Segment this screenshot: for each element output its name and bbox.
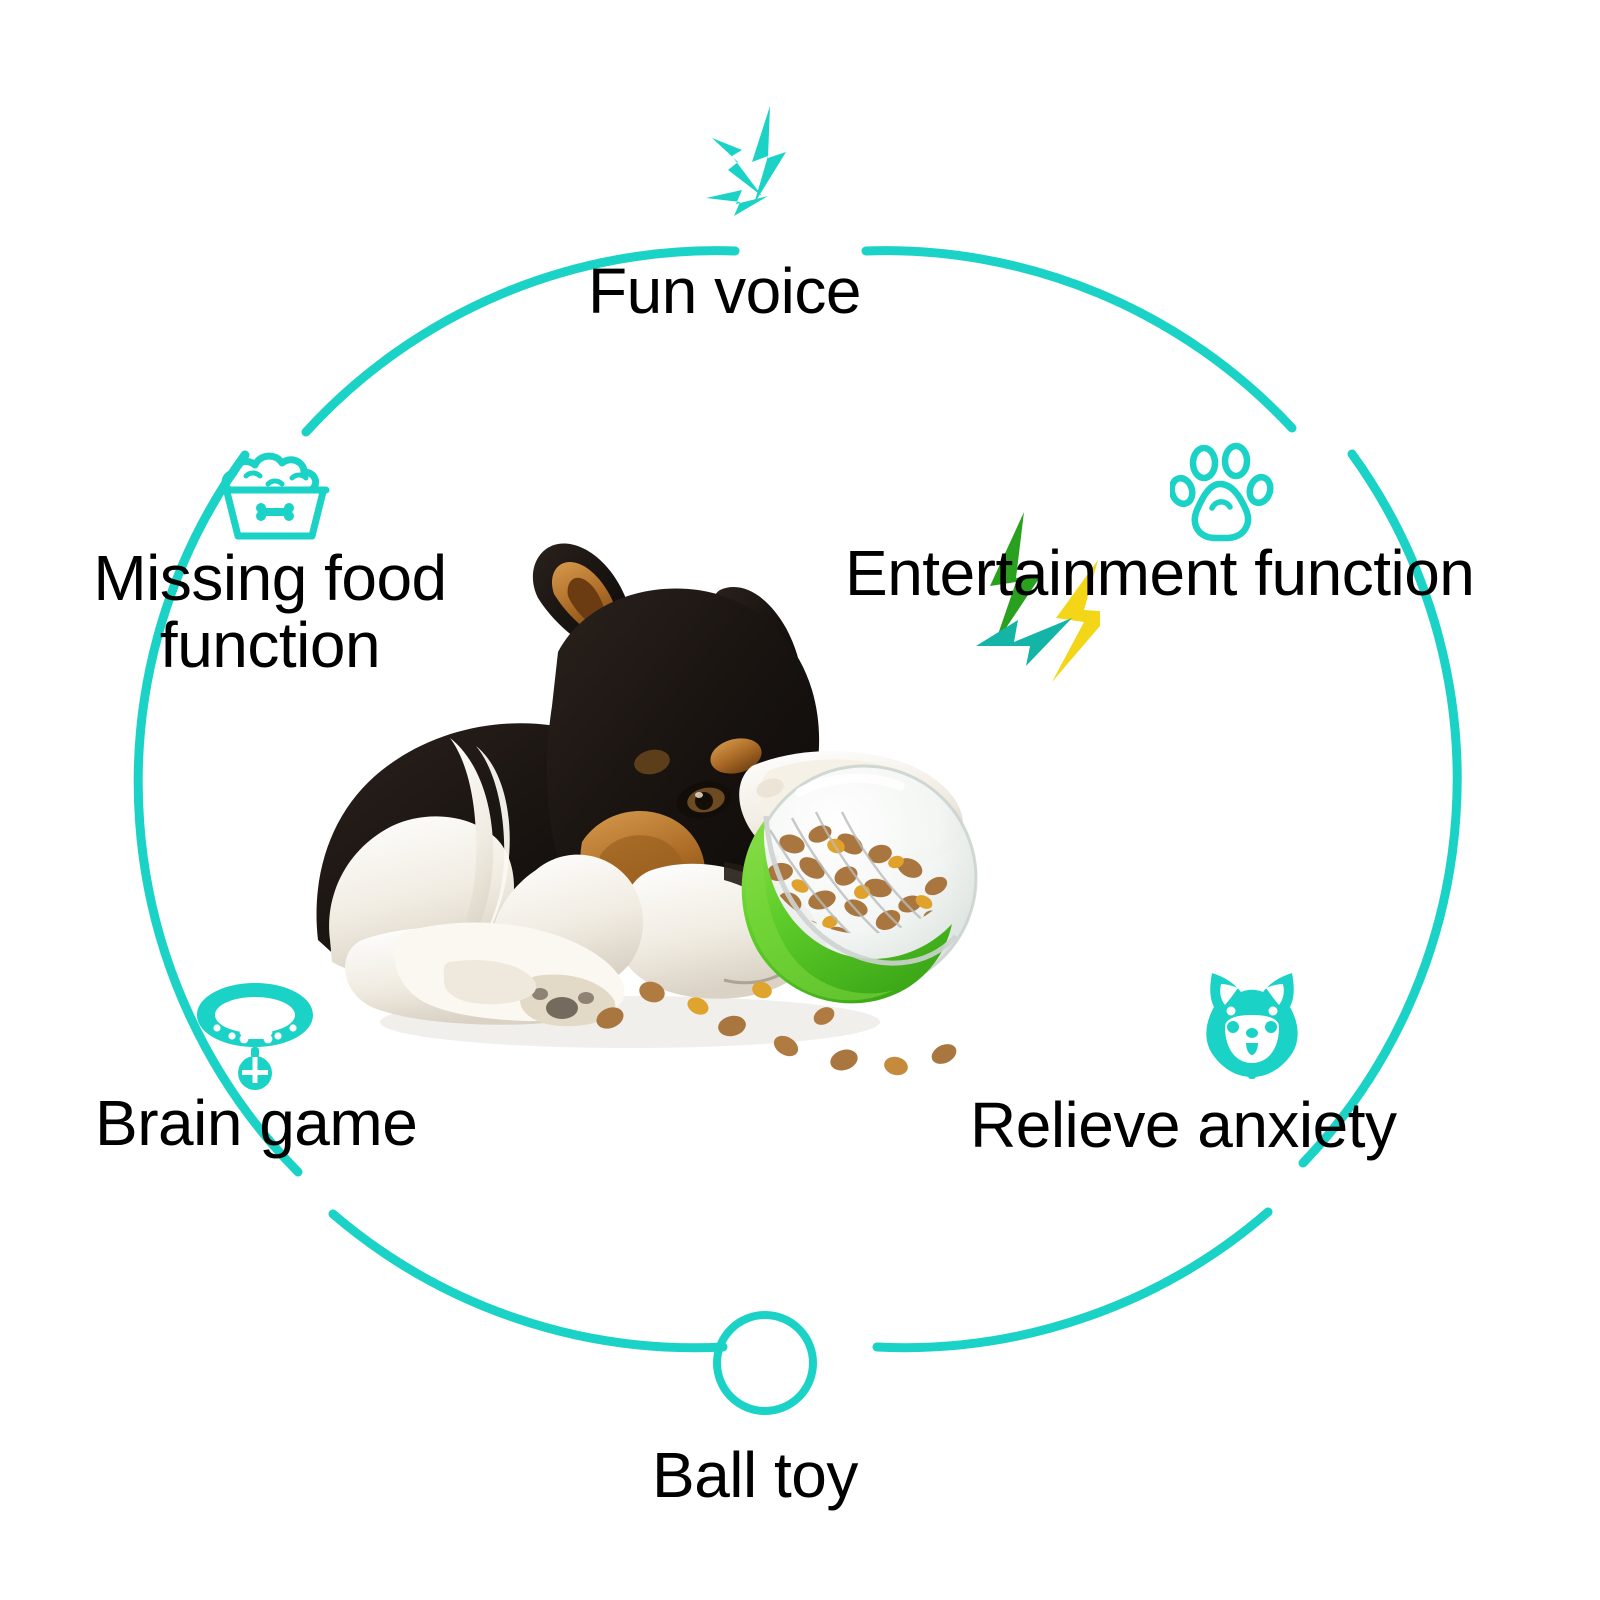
feature-label-fun-voice: Fun voice bbox=[588, 255, 861, 327]
scattered-kibble bbox=[596, 981, 957, 1076]
ring-arc-bottom-left bbox=[328, 1209, 728, 1353]
ring-arc-top-right bbox=[861, 246, 1297, 433]
dog-face-icon bbox=[1195, 965, 1310, 1085]
product-photo bbox=[300, 470, 1112, 1090]
green-bolt bbox=[990, 512, 1042, 646]
feature-label-missing-food-function: Missing food function bbox=[60, 545, 480, 678]
ring-arc-bottom-right bbox=[872, 1207, 1273, 1353]
ball-circle-icon bbox=[710, 1308, 820, 1418]
sound-burst-icon bbox=[690, 100, 820, 230]
missing-food-line-2: function bbox=[159, 608, 381, 681]
feature-label-brain-game: Brain game bbox=[95, 1087, 418, 1159]
feature-label-entertainment-function: Entertainment function bbox=[845, 537, 1475, 609]
dog-collar-icon bbox=[190, 975, 320, 1090]
food-bowl-icon bbox=[210, 440, 340, 550]
feature-label-relieve-anxiety: Relieve anxiety bbox=[970, 1089, 1397, 1161]
paw-print-icon bbox=[1168, 440, 1275, 550]
teal-bolt bbox=[976, 618, 1072, 666]
yellow-bolt bbox=[1052, 560, 1112, 682]
missing-food-line-1: Missing food bbox=[93, 542, 447, 614]
feature-label-ball-toy: Ball toy bbox=[652, 1439, 858, 1511]
dog-with-treat-ball-illustration bbox=[316, 512, 1112, 1076]
sound-bolts bbox=[976, 512, 1112, 682]
